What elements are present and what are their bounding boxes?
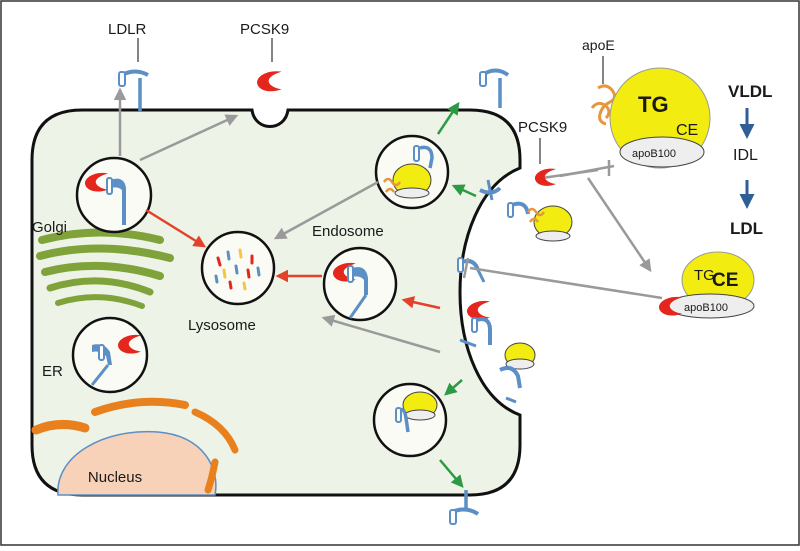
- nucleus-label: Nucleus: [88, 469, 142, 486]
- lysosome: [200, 230, 276, 306]
- endosome-vesicle: [322, 246, 398, 322]
- internalized-ldl-vesicle: [372, 382, 448, 458]
- ldl-apob100-label: apoB100: [684, 302, 728, 314]
- ldlr-label: LDLR: [108, 21, 147, 38]
- red-arrows: [145, 208, 441, 310]
- inhibition-bar-bottom: [462, 257, 470, 279]
- vldl-ce-label: CE: [676, 122, 698, 139]
- recycling-vesicle: [374, 134, 450, 210]
- ldl-label: LDL: [730, 219, 763, 238]
- golgi-vesicle: [75, 156, 153, 234]
- ldl-entering-membrane: [499, 342, 536, 404]
- ldl-tg-label: TG: [694, 267, 715, 284]
- ldl-ce-label: CE: [712, 270, 738, 291]
- ldlr-top: [118, 69, 149, 112]
- vldl-particle: [590, 56, 711, 169]
- golgi-label: Golgi: [32, 219, 67, 236]
- ldlr-membrane-1: [479, 179, 502, 201]
- golgi-apparatus: [36, 228, 174, 309]
- lysosome-label: Lysosome: [188, 317, 256, 334]
- ldl-particle: [659, 251, 755, 319]
- ldlr-bottom-recycled: [449, 490, 480, 525]
- idl-label: IDL: [733, 147, 758, 164]
- er-label: ER: [42, 363, 63, 380]
- green-arrows: [436, 101, 477, 488]
- endoplasmic-reticulum: [31, 397, 239, 494]
- apoe-label: apoE: [582, 37, 615, 53]
- er-vesicle: [71, 316, 149, 394]
- ldlr-surface-recycled: [479, 68, 510, 108]
- vldl-tg-label: TG: [638, 92, 669, 117]
- vldl-apob100-label: apoB100: [632, 148, 676, 160]
- endosome-label: Endosome: [312, 223, 384, 240]
- ldlr-with-ldl-membrane: [507, 201, 573, 242]
- vldl-label: VLDL: [728, 82, 772, 101]
- inhibition-line-top: [559, 164, 615, 178]
- inhibition-line-bottom: [469, 266, 663, 300]
- pcsk9-top-label: PCSK9: [240, 21, 289, 38]
- ldlr-pcsk9-membrane: [459, 300, 492, 348]
- pcsk9-right-label: PCSK9: [518, 119, 567, 136]
